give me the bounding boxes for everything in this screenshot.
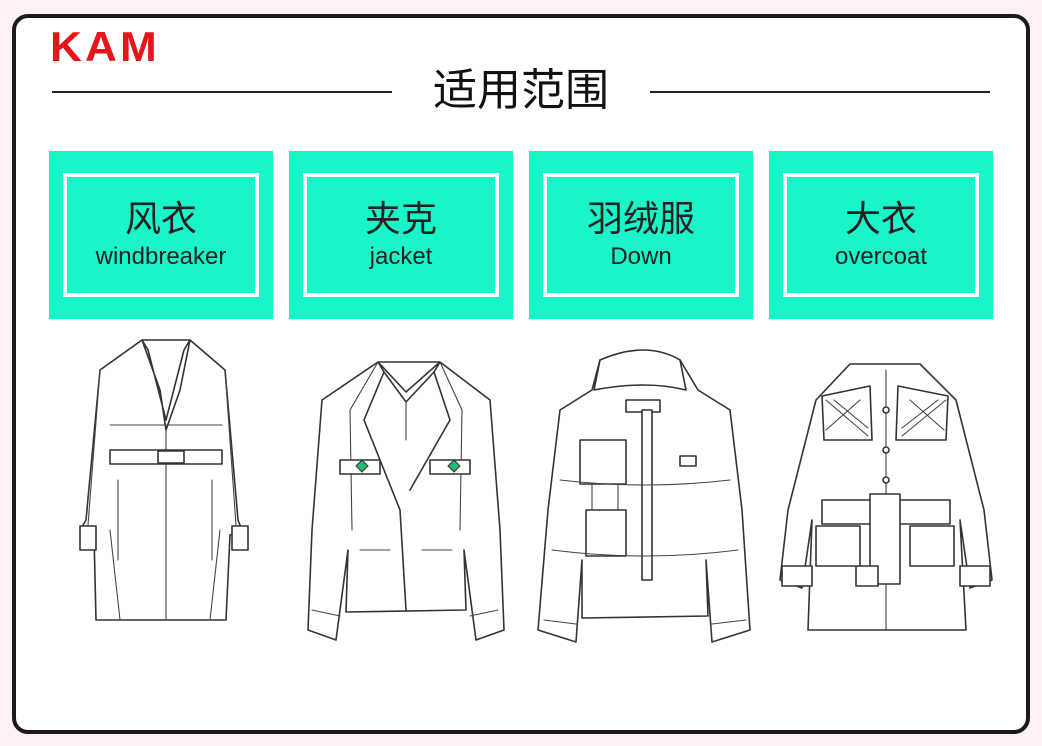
down-jacket-illustration <box>530 330 760 670</box>
category-card-inner: 大衣 overcoat <box>783 173 979 297</box>
category-card-inner: 夹克 jacket <box>303 173 499 297</box>
category-name-zh: 夹克 <box>364 199 437 240</box>
category-name-zh: 大衣 <box>844 199 917 240</box>
category-name-zh: 风衣 <box>124 199 197 240</box>
category-card-jacket: 夹克 jacket <box>289 151 513 319</box>
category-name-zh: 羽绒服 <box>586 199 695 240</box>
category-card-windbreaker: 风衣 windbreaker <box>49 151 273 319</box>
trench-coat-illustration <box>50 330 280 670</box>
category-card-inner: 风衣 windbreaker <box>63 173 259 297</box>
category-name-en: Down <box>610 243 672 270</box>
category-card-down: 羽绒服 Down <box>529 151 753 319</box>
section-title: 适用范围 <box>433 65 609 116</box>
category-card-inner: 羽绒服 Down <box>543 173 739 297</box>
title-divider-right <box>650 91 990 93</box>
biker-jacket-illustration <box>290 330 520 670</box>
title-divider-left <box>52 91 392 93</box>
category-name-en: overcoat <box>834 243 928 270</box>
category-card-overcoat: 大衣 overcoat <box>769 151 993 319</box>
belted-overcoat-illustration <box>770 330 1000 670</box>
category-name-en: jacket <box>369 243 433 270</box>
brand-logo: KAM <box>50 23 160 70</box>
category-name-en: windbreaker <box>95 243 227 270</box>
section-header: 适用范围 <box>52 60 990 124</box>
